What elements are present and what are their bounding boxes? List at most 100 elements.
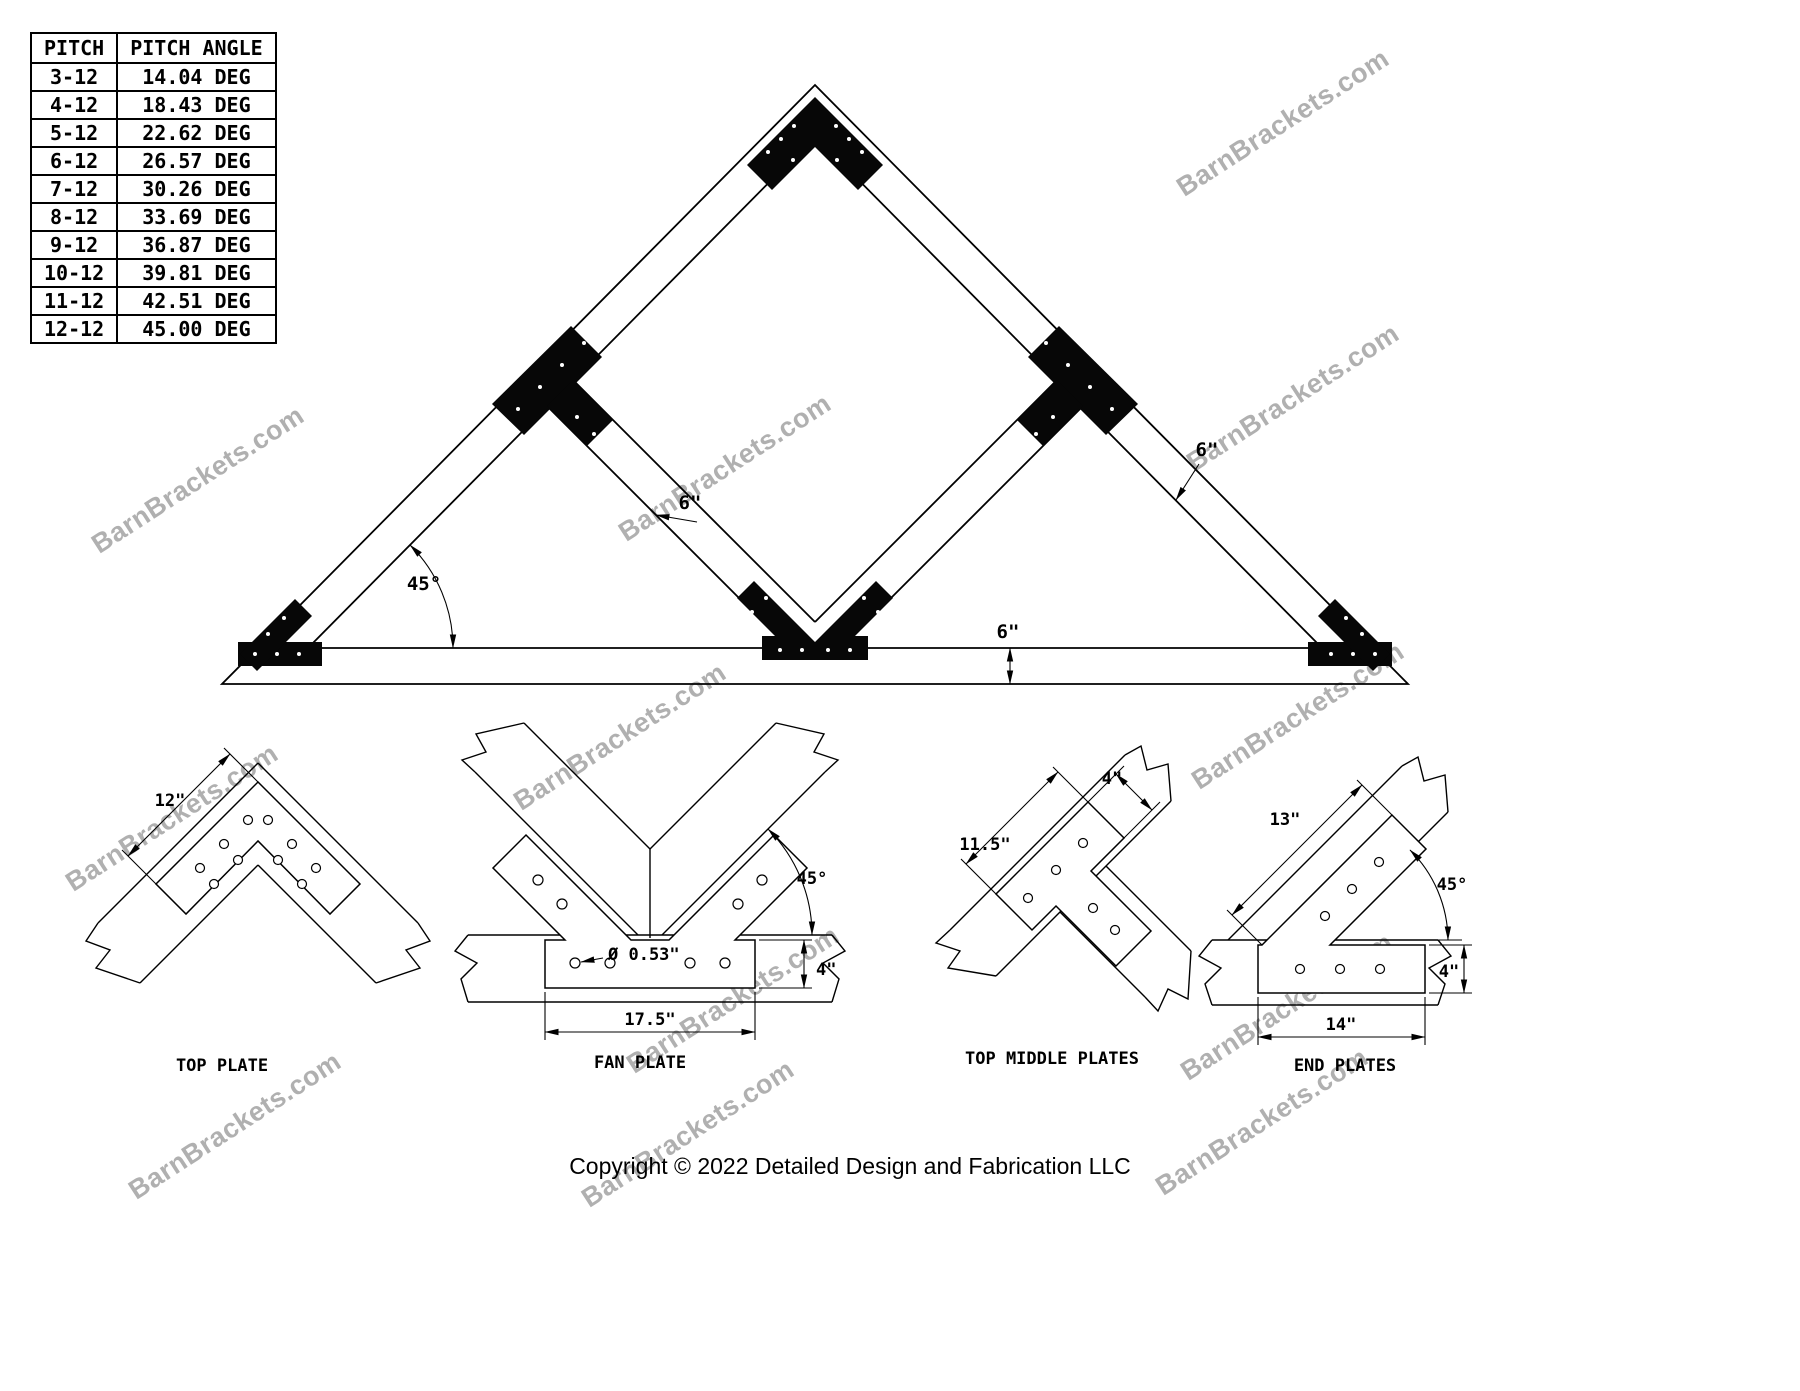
pitch-cell: 10-12 — [29, 258, 119, 288]
angle-cell: 45.00 DEG — [116, 314, 277, 344]
pitch-column-header: PITCH — [29, 32, 119, 64]
pitch-cell: 6-12 — [29, 146, 119, 176]
left-web-inner-edge — [572, 379, 816, 623]
angle-cell: 18.43 DEG — [116, 90, 277, 120]
base-height-dimension: 4" — [816, 960, 836, 980]
bar-length-dim-line — [965, 771, 1059, 865]
bar-width-dim-line — [1115, 773, 1153, 811]
truss-elevation: 45° 6" 6" 6" — [219, 83, 1411, 685]
pitch-cell: 11-12 — [29, 286, 119, 316]
angle-arc — [767, 828, 816, 936]
right-web-edge — [649, 722, 777, 850]
extension-line — [223, 747, 259, 783]
break-mark — [821, 934, 847, 1003]
detail-fan-plate: Ø 0.53" 17.5" 4" 45° FAN PLATE — [453, 722, 847, 1073]
angle-dimension: 45° — [1437, 875, 1468, 895]
angle-cell: 39.81 DEG — [116, 258, 277, 288]
bar-width-dimension: 4" — [1102, 769, 1122, 789]
web-edge — [1105, 865, 1192, 952]
extension-line — [121, 849, 157, 885]
pitch-cell: 3-12 — [29, 62, 119, 92]
break-mark — [1427, 939, 1453, 1006]
pitch-angle-dimension: 45° — [407, 573, 441, 595]
detail-label: TOP MIDDLE PLATES — [965, 1049, 1139, 1069]
bolt-holes — [1022, 837, 1121, 936]
peak-plate — [747, 97, 883, 190]
angle-cell: 30.26 DEG — [116, 174, 277, 204]
edge-length-dimension: 12" — [155, 791, 186, 811]
left-web-edge — [474, 771, 639, 936]
left-web-edge — [523, 722, 651, 850]
pitch-cell: 4-12 — [29, 90, 119, 120]
break-mark — [460, 722, 525, 773]
left-top-middle-plate-stem — [547, 380, 613, 446]
break-mark — [1197, 939, 1223, 1006]
angle-cell: 42.51 DEG — [116, 286, 277, 316]
pitch-cell: 5-12 — [29, 118, 119, 148]
arm-length-dimension: 13" — [1270, 810, 1301, 830]
bar-length-dimension: 11.5" — [959, 835, 1010, 855]
hole-diameter-dimension: Ø 0.53" — [607, 945, 680, 965]
web-edge — [1059, 911, 1146, 998]
top-plate-outline — [154, 780, 362, 916]
pitch-angle-column-header: PITCH ANGLE — [116, 32, 277, 64]
detail-top-middle-plates: 11.5" 4" TOP MIDDLE PLATES — [934, 744, 1192, 1069]
hole-diameter-leader — [580, 956, 604, 963]
pitch-angle-arc — [409, 544, 457, 649]
break-mark — [1144, 950, 1192, 1013]
table-header-row: PITCH PITCH ANGLE — [29, 32, 277, 64]
detail-label: END PLATES — [1294, 1056, 1396, 1076]
rafter-width-dimension: 6" — [1196, 439, 1219, 461]
break-mark — [775, 722, 840, 773]
break-mark — [1401, 755, 1449, 813]
left-end-plate-arm — [240, 599, 312, 671]
break-mark — [375, 922, 432, 984]
right-top-middle-plate-stem — [1017, 380, 1083, 446]
right-web-edge — [661, 771, 826, 936]
web-width-leader — [655, 514, 698, 523]
break-mark — [1124, 744, 1172, 802]
bolt-holes — [253, 124, 1377, 656]
extension-line — [1052, 766, 1089, 803]
extension-line — [1226, 909, 1263, 946]
angle-arc — [1409, 849, 1452, 941]
right-web-inner-edge — [814, 379, 1058, 623]
web-width-dimension: 6" — [679, 492, 702, 514]
edge-length-dim-line — [127, 753, 231, 857]
bar-height-dimension: 4" — [1439, 962, 1459, 982]
copyright-text: Copyright © 2022 Detailed Design and Fab… — [569, 1153, 1131, 1179]
t-plate-outline — [994, 800, 1153, 968]
pitch-cell: 8-12 — [29, 202, 119, 232]
break-mark — [934, 929, 997, 977]
angle-cell: 36.87 DEG — [116, 230, 277, 260]
detail-label: TOP PLATE — [176, 1056, 268, 1076]
angle-cell: 33.69 DEG — [116, 202, 277, 232]
member-edge — [139, 864, 259, 984]
truss-outer-outline — [219, 83, 1411, 685]
fan-plate — [737, 581, 893, 660]
extension-line — [1087, 765, 1125, 803]
detail-top-plate: 12" TOP PLATE — [84, 747, 432, 1076]
arm-length-dim-line — [1231, 784, 1363, 916]
bar-length-dimension: 14" — [1326, 1015, 1357, 1035]
angle-dimension: 45° — [797, 869, 828, 889]
pitch-cell: 7-12 — [29, 174, 119, 204]
bolt-holes — [532, 874, 768, 969]
break-mark — [453, 934, 479, 1003]
base-length-dimension: 17.5" — [624, 1010, 675, 1030]
angle-cell: 14.04 DEG — [116, 62, 277, 92]
angle-cell: 22.62 DEG — [116, 118, 277, 148]
pitch-cell: 12-12 — [29, 314, 119, 344]
fan-plate-outline — [491, 833, 809, 989]
angle-cell: 26.57 DEG — [116, 146, 277, 176]
